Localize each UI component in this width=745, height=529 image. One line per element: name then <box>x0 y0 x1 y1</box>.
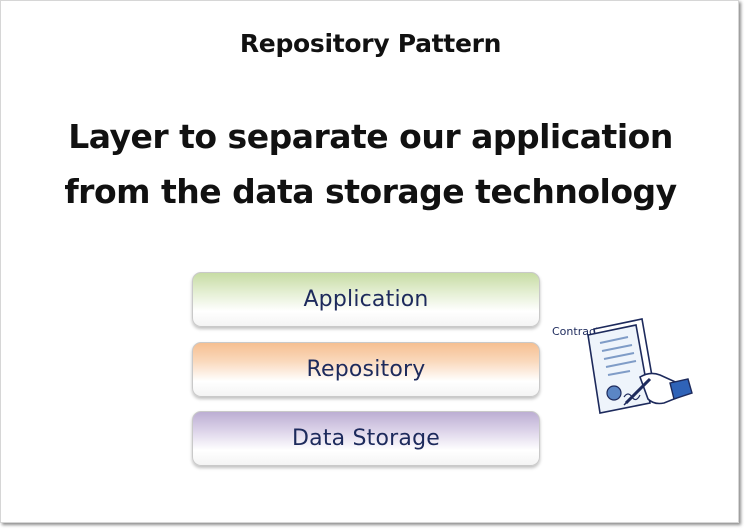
signed-contract-icon <box>587 318 693 414</box>
slide-title: Repository Pattern <box>239 29 502 58</box>
layer-application: Application <box>192 272 540 327</box>
layer-repository-label: Repository <box>306 357 426 382</box>
layer-repository: Repository <box>192 342 540 397</box>
layer-data-storage: Data Storage <box>192 411 540 466</box>
slide-subtitle-line-1: Layer to separate our application <box>68 117 673 156</box>
layer-application-label: Application <box>303 287 429 312</box>
layer-data-storage-label: Data Storage <box>292 426 440 451</box>
slide-subtitle-line-2: from the data storage technology <box>64 172 677 211</box>
